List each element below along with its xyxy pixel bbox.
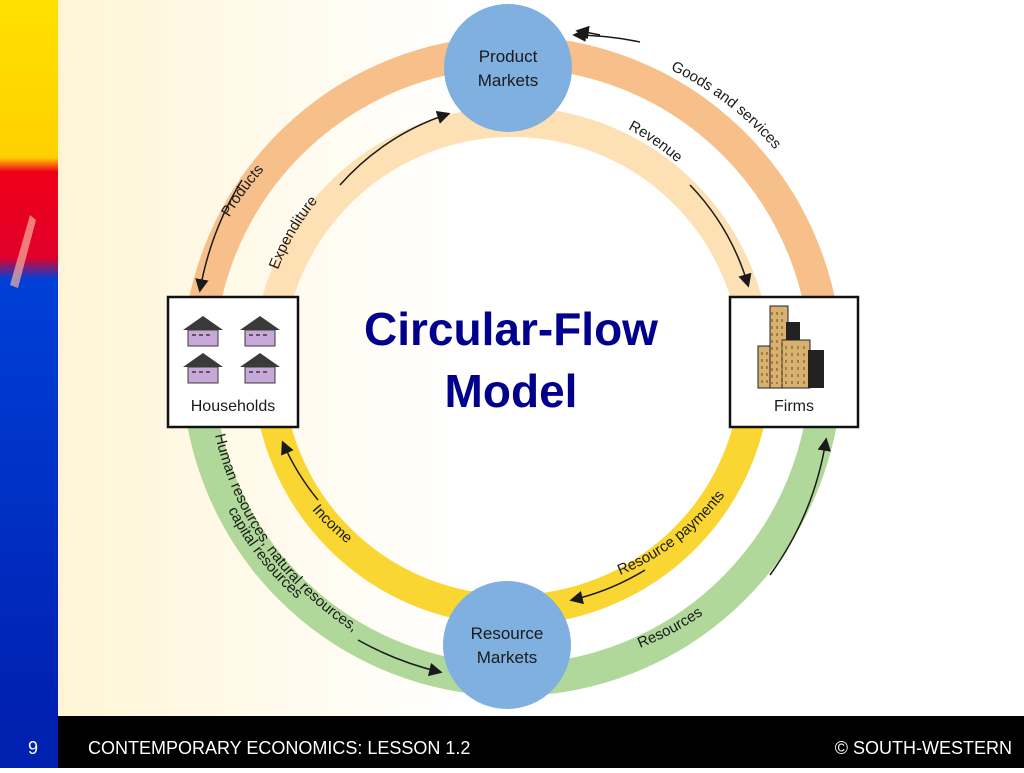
left-bar-highlight xyxy=(10,215,36,288)
households-label: Households xyxy=(191,398,276,415)
arrow-resource-payments xyxy=(569,569,646,605)
firms-node: Firms xyxy=(728,295,860,429)
arrow-revenue xyxy=(689,184,752,288)
resource-markets-node: Resource Markets xyxy=(443,581,571,709)
arrow-resources xyxy=(769,437,831,576)
arrow-human-resources xyxy=(357,639,443,677)
buildings-icon xyxy=(757,305,824,389)
title-line-2: Model xyxy=(445,365,578,417)
firms-label: Firms xyxy=(774,398,814,415)
page-number: 9 xyxy=(28,738,39,758)
arrow-products xyxy=(195,179,243,293)
resource-markets-label-2: Markets xyxy=(477,648,537,667)
footer-bar xyxy=(0,716,1024,768)
footer-course-title: CONTEMPORARY ECONOMICS: LESSON 1.2 xyxy=(88,738,471,758)
left-color-bar xyxy=(0,0,58,716)
product-markets-label-2: Markets xyxy=(478,71,538,90)
arrow-goods xyxy=(572,28,641,43)
resource-markets-label-1: Resource xyxy=(471,624,544,643)
arrow-expenditure xyxy=(339,110,451,186)
households-node: Households xyxy=(166,295,300,429)
footer-copyright: © SOUTH-WESTERN xyxy=(834,738,1012,758)
footer-left-block xyxy=(0,716,58,768)
product-markets-node: Product Markets xyxy=(444,4,572,132)
resource-markets-circle xyxy=(443,581,571,709)
product-markets-circle xyxy=(444,4,572,132)
houses-icon xyxy=(183,316,280,384)
arrow-income xyxy=(281,440,319,501)
title-line-1: Circular-Flow xyxy=(364,303,658,355)
product-markets-label-1: Product xyxy=(479,47,538,66)
households-box xyxy=(166,295,300,429)
